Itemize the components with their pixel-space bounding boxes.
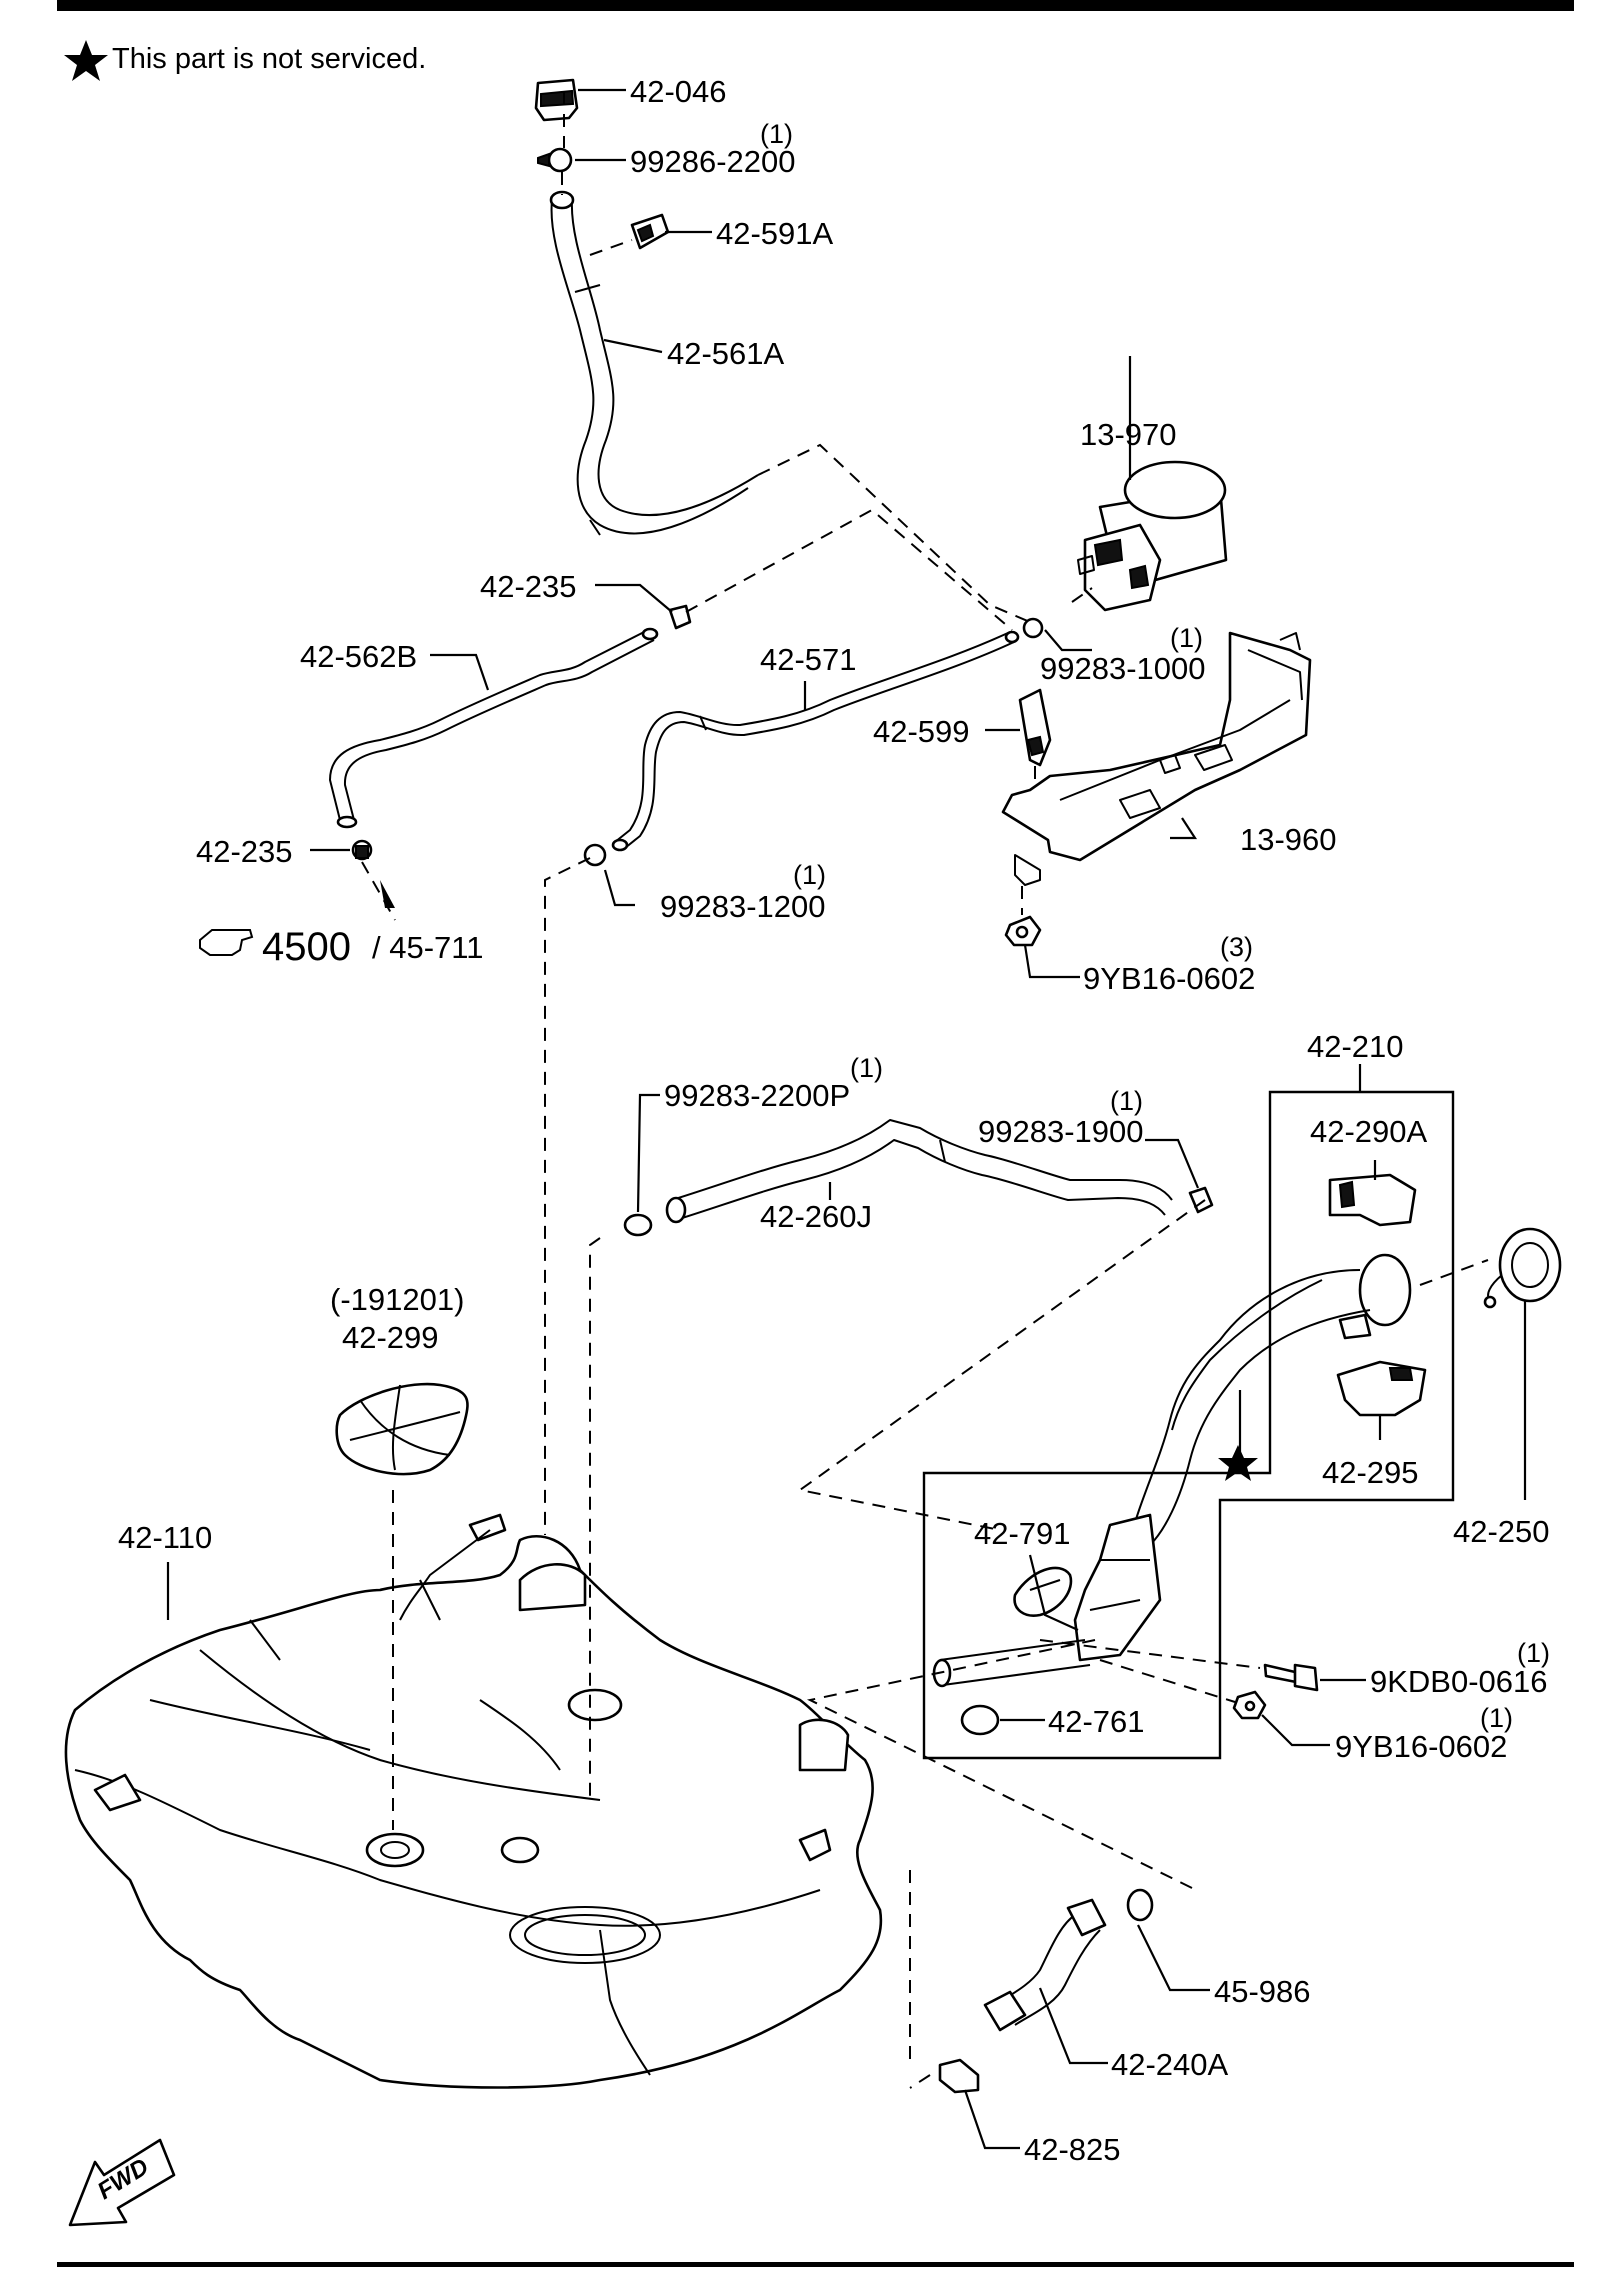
qty-99283-1000: (1) <box>1170 623 1203 653</box>
label-42-240A: 42-240A <box>1111 2047 1229 2082</box>
label-42-591A: 42-591A <box>716 216 834 251</box>
label-42-260J: 42-260J <box>760 1199 872 1234</box>
part-99283-2200P-clamp <box>623 1213 653 1237</box>
not-serviced-text: This part is not serviced. <box>112 43 426 75</box>
part-42-240A-hose <box>983 1898 1107 2032</box>
label-42-299: 42-299 <box>342 1320 439 1355</box>
label-42-571: 42-571 <box>760 642 857 677</box>
part-42-591A-clip <box>630 213 670 250</box>
label-42-290A: 42-290A <box>1310 1114 1428 1149</box>
part-42-295-bracket <box>1336 1360 1427 1417</box>
part-13-970-canister <box>1077 460 1228 612</box>
leader-lines <box>166 88 1527 2150</box>
page-reference[interactable]: 4500 / 45-711 <box>199 925 483 969</box>
qty-99286-2200: (1) <box>760 119 793 149</box>
part-42-599-clip <box>1018 688 1052 767</box>
part-9KDB0-0616-bolt <box>1263 1663 1319 1692</box>
part-42-250-fuel-cap <box>1483 1227 1562 1309</box>
label-42-761: 42-761 <box>1048 1704 1145 1739</box>
label-42-825: 42-825 <box>1024 2132 1121 2167</box>
part-42-791-seal <box>1013 1566 1073 1617</box>
part-42-561A-hose <box>549 190 759 536</box>
qty-99283-2200P: (1) <box>850 1053 883 1083</box>
label-42-562B: 42-562B <box>300 639 417 674</box>
star-icon <box>64 40 108 81</box>
reference-sub-number[interactable]: / 45-711 <box>372 930 483 965</box>
fwd-arrow-icon <box>68 2138 176 2227</box>
part-9YB16-0602-nut-a <box>1004 915 1042 947</box>
part-99283-1200-clamp <box>583 843 607 867</box>
part-42-235-clamp-b <box>351 839 373 861</box>
label-42-599: 42-599 <box>873 714 970 749</box>
part-42-562B-pipe <box>329 627 659 829</box>
dashed-guides <box>361 92 1489 2089</box>
reference-page-number[interactable]: 4500 <box>262 925 351 969</box>
bottom-border <box>57 2262 1574 2267</box>
part-42-110-fuel-tank <box>64 1513 883 2089</box>
label-42-250: 42-250 <box>1453 1514 1550 1549</box>
part-99283-1900-clamp <box>1188 1186 1214 1214</box>
qty-9YB16-0602-b: (1) <box>1480 1703 1513 1733</box>
label-45-986: 45-986 <box>1214 1974 1311 2009</box>
label-42-235-a: 42-235 <box>480 569 577 604</box>
label-99283-1900: 99283-1900 <box>978 1114 1144 1149</box>
label-99286-2200: 99286-2200 <box>630 144 796 179</box>
label-99283-1000: 99283-1000 <box>1040 651 1206 686</box>
qty-9YB16-0602-a: (3) <box>1220 932 1253 962</box>
label-9YB16-0602-b: 9YB16-0602 <box>1335 1729 1507 1764</box>
qty-99283-1200: (1) <box>793 860 826 890</box>
part-42-290A-bracket <box>1328 1173 1417 1227</box>
label-13-970: 13-970 <box>1080 417 1177 452</box>
label-42-295: 42-295 <box>1322 1455 1419 1490</box>
label-9YB16-0602-a: 9YB16-0602 <box>1083 961 1255 996</box>
top-border <box>57 0 1574 11</box>
pointing-hand-icon <box>199 929 254 956</box>
label-42-791: 42-791 <box>974 1516 1071 1551</box>
label-99283-1200: 99283-1200 <box>660 889 826 924</box>
part-42-299-cover <box>335 1382 469 1476</box>
label-99283-2200P: 99283-2200P <box>664 1078 850 1113</box>
part-42-825-clamp <box>938 2058 980 2094</box>
part-42-260J-hose <box>665 1119 1173 1224</box>
part-42-046 <box>534 78 579 122</box>
label-42-235-b: 42-235 <box>196 834 293 869</box>
label-42-046: 42-046 <box>630 74 727 109</box>
label-minus-191201: (-191201) <box>330 1282 464 1317</box>
part-45-986-clamp <box>1126 1888 1154 1922</box>
part-42-571-pipe <box>611 630 1020 852</box>
part-labels: 42-046 (1) 99286-2200 42-591A 42-561A 13… <box>118 74 1550 2167</box>
label-42-561A: 42-561A <box>667 336 785 371</box>
label-13-960: 13-960 <box>1240 822 1337 857</box>
part-99286-2200-clamp <box>537 147 573 173</box>
label-42-110: 42-110 <box>118 1520 212 1555</box>
qty-9KDB0-0616: (1) <box>1517 1638 1550 1668</box>
reference-arrow <box>380 880 395 908</box>
part-13-960-bracket <box>1001 631 1312 886</box>
label-9KDB0-0616: 9KDB0-0616 <box>1370 1664 1548 1699</box>
part-42-210-group-box <box>922 1090 1455 1760</box>
part-42-210-filler-pipe <box>1073 1253 1412 1662</box>
part-42-761-hose <box>932 1639 1091 1736</box>
qty-99283-1900: (1) <box>1110 1086 1143 1116</box>
part-9YB16-0602-nut-b <box>1232 1690 1267 1720</box>
part-42-235-clamp-a <box>668 604 692 630</box>
filler-pipe-star-icon <box>1218 1445 1258 1481</box>
part-99283-1000-clamp <box>1022 617 1044 639</box>
label-42-210: 42-210 <box>1307 1029 1404 1064</box>
not-serviced-note: This part is not serviced. <box>64 40 426 81</box>
fwd-indicator: FWD <box>68 2138 176 2227</box>
